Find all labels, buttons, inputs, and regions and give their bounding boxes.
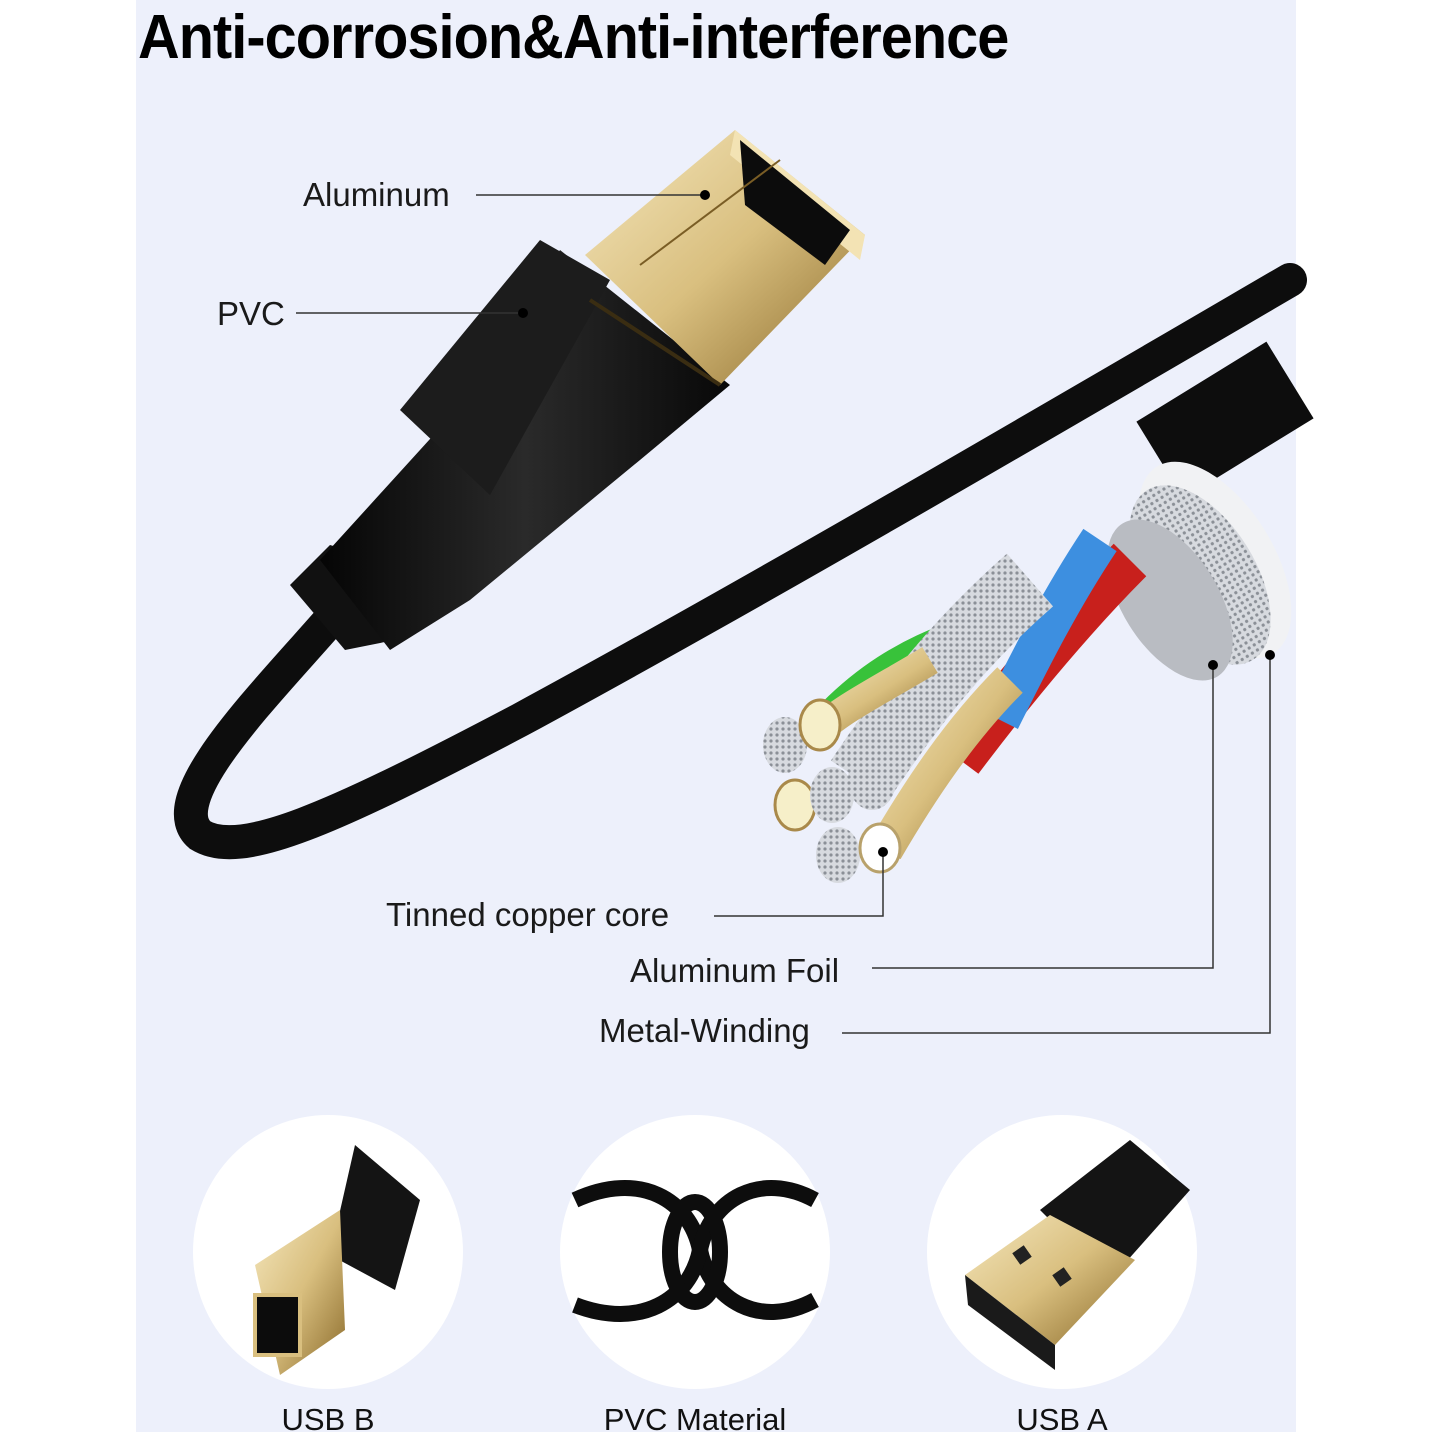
cable-loop [173,263,1314,860]
callout-aluminum: Aluminum [303,176,450,213]
feature-usb-b [193,1115,463,1389]
usb-b-shell [585,130,865,387]
callout-aluminum-foil: Aluminum Foil [630,952,840,989]
caption-usb-a: USB A [1016,1402,1108,1437]
cable-cross-section [763,461,1292,883]
page-title: Anti-corrosion&Anti-interference [138,3,1009,72]
callout-tinned-copper-core: Tinned copper core [386,896,670,933]
leader-lines [296,194,1271,1034]
usb-b-overmold [290,240,730,650]
feature-usb-a [927,1115,1197,1389]
caption-usb-b: USB B [281,1402,375,1437]
callout-pvc: PVC [217,295,285,332]
caption-pvc-material: PVC Material [603,1402,787,1437]
callout-dots [518,190,1275,857]
feature-pvc [560,1115,830,1389]
usb-b-connector-icon [253,1145,420,1375]
foil-shield [1107,519,1233,681]
knotted-cable-icon [571,1180,819,1322]
callout-metal-winding: Metal-Winding [599,1012,810,1049]
usb-a-connector-icon [965,1140,1190,1370]
